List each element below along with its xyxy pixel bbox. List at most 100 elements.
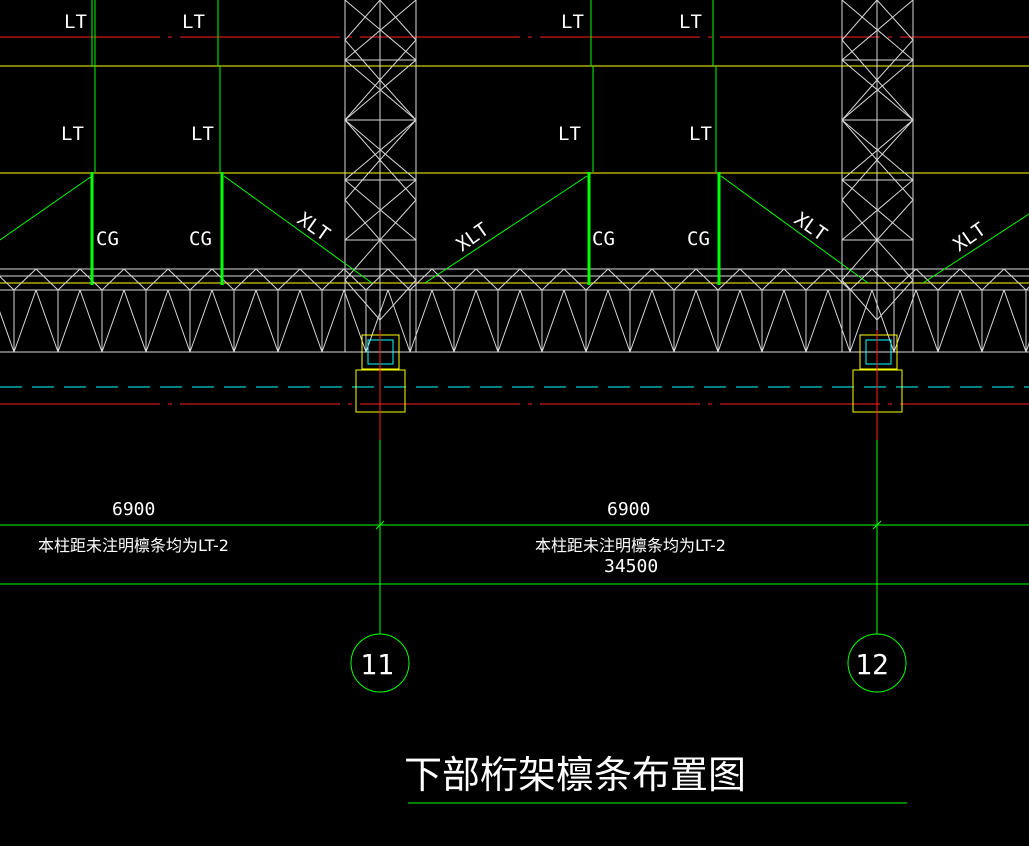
cg-label: CG [592, 228, 615, 250]
lt-label: LT [679, 11, 702, 33]
truss-web-member [431, 268, 455, 291]
axis-bubble-11 [350, 633, 410, 693]
lattice-column-right [841, 0, 914, 352]
truss-band [0, 268, 1029, 353]
truss-web-member [211, 289, 235, 353]
truss-web-member [409, 268, 433, 291]
xlt-brace-2 [223, 175, 373, 284]
truss-web-member [0, 311, 15, 353]
truss-web-member [783, 268, 807, 291]
truss-web-member [695, 268, 719, 291]
truss-web-member [189, 268, 213, 291]
truss-web-member [365, 268, 389, 291]
xlt-brace-4 [720, 175, 869, 284]
truss-web-member [13, 268, 37, 291]
truss-web-member [519, 268, 543, 291]
truss-web-member [585, 268, 609, 291]
truss-web-member [937, 289, 961, 353]
truss-web-member [541, 289, 565, 353]
truss-web-member [915, 289, 939, 353]
truss-web-member [915, 268, 939, 291]
truss-web-member [761, 289, 785, 353]
axis-number-right: 12 [855, 648, 889, 681]
xlt-bracing [0, 0, 1029, 284]
truss-web-member [299, 268, 323, 291]
drawing-title: 下部桁架檩条布置图 [404, 753, 746, 797]
truss-web-member [299, 289, 323, 353]
truss-web-member [871, 289, 895, 353]
truss-web-member [959, 289, 983, 353]
truss-web-member [629, 268, 653, 291]
truss-web-member [145, 289, 169, 353]
lt-labels: LT LT LT LT LT LT LT LT [61, 11, 712, 145]
column-base-left [355, 330, 406, 440]
xlt-brace-5 [922, 213, 1029, 284]
truss-web-member [629, 289, 653, 353]
total-dimension: 34500 [604, 556, 658, 577]
truss-web-member [1003, 289, 1027, 353]
truss-web-member [673, 289, 697, 353]
truss-web-member [497, 289, 521, 353]
truss-web-member [167, 268, 191, 291]
truss-web-member [233, 268, 257, 291]
truss-web-member [607, 268, 631, 291]
truss-web-member [475, 268, 499, 291]
truss-web-member [453, 289, 477, 353]
truss-web-member [321, 289, 345, 353]
truss-web-member [57, 289, 81, 353]
truss-web-member [563, 268, 587, 291]
truss-web-member [981, 289, 1005, 353]
bay-dimension-right: 6900 [607, 499, 650, 520]
cg-label: CG [96, 228, 119, 250]
truss-web-member [739, 268, 763, 291]
lt-label: LT [689, 123, 712, 145]
truss-web-member [233, 289, 257, 353]
truss-web-member [959, 268, 983, 291]
truss-web-member [57, 268, 81, 291]
truss-web-member [937, 268, 961, 291]
xlt-brace-1 [0, 175, 93, 241]
truss-web-member [343, 268, 367, 291]
truss-web-member [365, 289, 389, 353]
xlt-brace-3 [424, 175, 588, 284]
truss-web-member [695, 289, 719, 353]
truss-web-member [189, 289, 213, 353]
column-base-right [852, 330, 903, 440]
truss-web-member [387, 289, 411, 353]
note-text: 本柱距未注明檩条均为LT-2 本柱距未注明檩条均为LT-2 [38, 536, 726, 555]
truss-web-member [79, 289, 103, 353]
truss-web-member [981, 268, 1005, 291]
truss-web-member [783, 289, 807, 353]
truss-web-member [739, 289, 763, 353]
truss-web-member [0, 275, 15, 291]
lt-label: LT [61, 123, 84, 145]
bay-dimension-left: 6900 [112, 499, 155, 520]
cg-label: CG [189, 228, 212, 250]
dimension-text: 6900 6900 34500 [112, 499, 658, 577]
truss-web-member [387, 268, 411, 291]
lt-label: LT [64, 11, 87, 33]
truss-web-member [761, 268, 785, 291]
truss-web-member [1003, 268, 1027, 291]
truss-web-member [475, 289, 499, 353]
truss-web-member [651, 268, 675, 291]
truss-web-member [519, 289, 543, 353]
truss-web-member [607, 289, 631, 353]
truss-web-member [849, 268, 873, 291]
truss-web-member [849, 289, 873, 353]
truss-web-member [563, 289, 587, 353]
truss-web-member [717, 268, 741, 291]
dimension-lines [0, 440, 1029, 804]
truss-web-member [123, 289, 147, 353]
cg-labels: CG CG CG CG [96, 228, 710, 250]
lattice-column-left [344, 0, 417, 352]
truss-web-member [805, 268, 829, 291]
truss-web-member [101, 289, 125, 353]
truss-web-member [277, 268, 301, 291]
truss-web-member [321, 268, 345, 291]
note-left: 本柱距未注明檩条均为LT-2 [38, 536, 229, 555]
lt-label: LT [558, 123, 581, 145]
truss-web-member [13, 289, 37, 353]
truss-web-member [277, 289, 301, 353]
